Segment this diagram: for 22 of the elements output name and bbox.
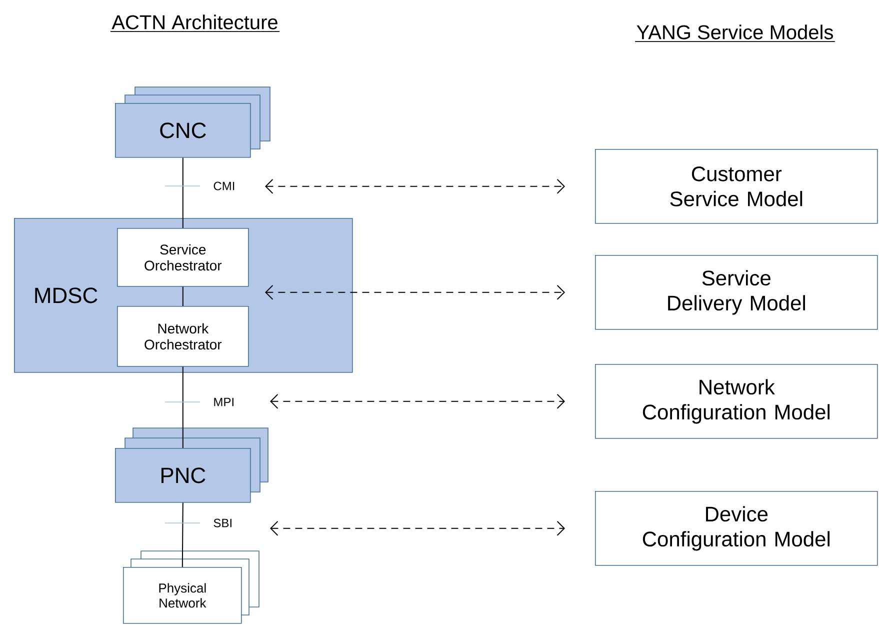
double-arrow bbox=[270, 394, 565, 409]
network-box: Physical Network bbox=[123, 550, 260, 624]
heading: ACTN Architecture bbox=[110, 14, 280, 32]
double-arrow bbox=[265, 284, 565, 300]
connector-line bbox=[182, 366, 184, 448]
model-box: Service Delivery Model bbox=[595, 255, 878, 330]
function-box: Service Orchestrator bbox=[117, 228, 249, 287]
controller-box: CNC bbox=[115, 86, 270, 158]
double-arrow bbox=[265, 178, 565, 194]
model-box: Device Configuration Model bbox=[595, 491, 878, 566]
double-arrow bbox=[270, 520, 565, 536]
function-box: Network Orchestrator bbox=[117, 306, 249, 367]
edge-label: MPI bbox=[212, 396, 236, 408]
heading: YANG Service Models bbox=[634, 24, 836, 42]
connector-line bbox=[182, 502, 184, 568]
edge-label: SBI bbox=[212, 518, 234, 528]
controller-box: PNC bbox=[115, 428, 268, 503]
connector-line bbox=[182, 286, 184, 306]
connector-line bbox=[182, 157, 184, 228]
edge-label: CMI bbox=[212, 180, 236, 192]
model-box: Network Configuration Model bbox=[595, 364, 878, 439]
model-box: Customer Service Model bbox=[595, 149, 878, 224]
